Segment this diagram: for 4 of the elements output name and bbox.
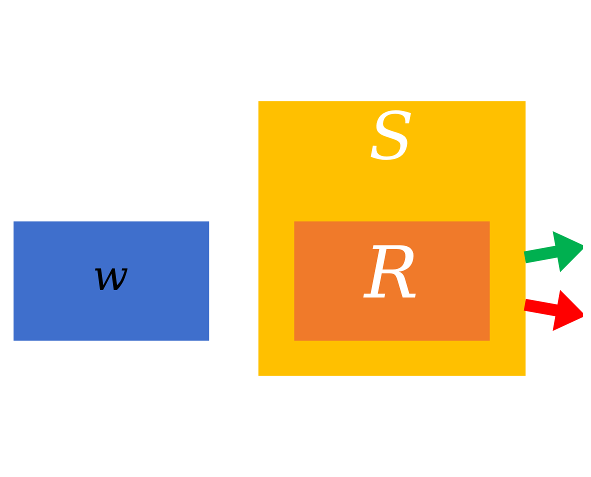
arrow	[524, 290, 583, 331]
arrow	[524, 231, 583, 272]
node-box: R	[294, 221, 490, 341]
node-box: w	[14, 221, 210, 341]
